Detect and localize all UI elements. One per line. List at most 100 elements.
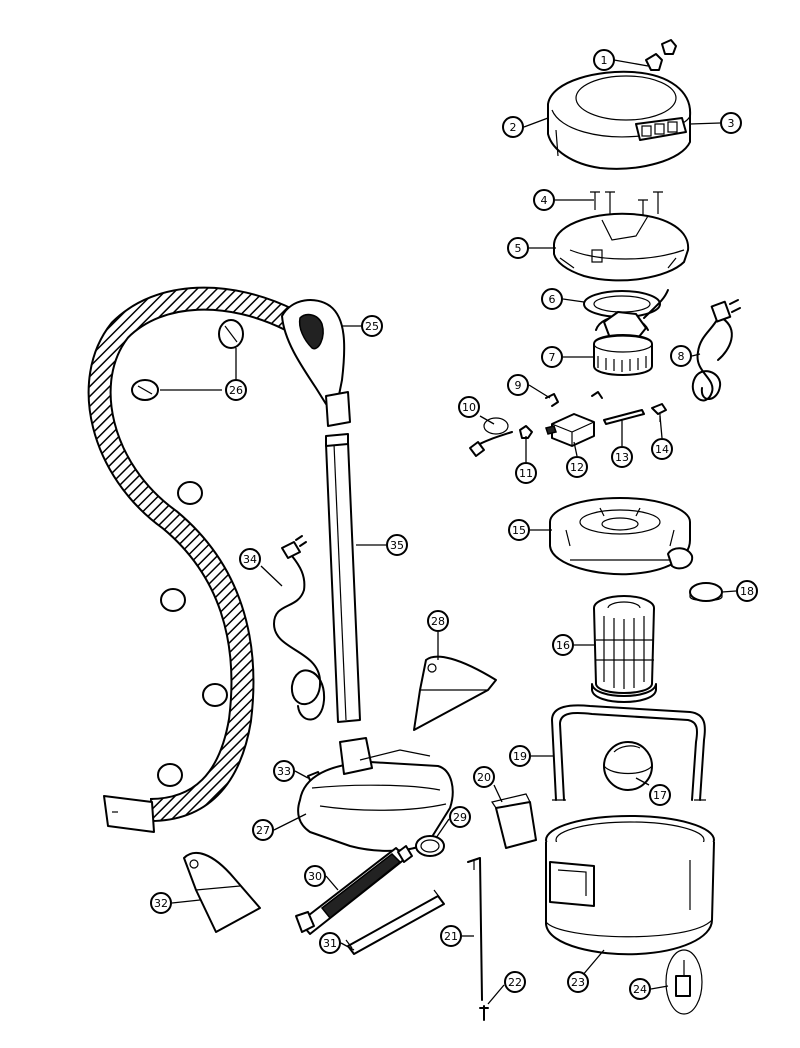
part-caster — [665, 949, 703, 1015]
svg-text:31: 31 — [323, 937, 337, 950]
callout-33: 33 — [273, 760, 295, 782]
svg-text:32: 32 — [154, 897, 168, 910]
svg-text:8: 8 — [678, 350, 685, 363]
part-motor-base — [549, 497, 694, 576]
part-tank-handle — [551, 704, 706, 801]
part-brush-housing — [345, 889, 445, 955]
callouts: 1 2 3 4 5 6 7 8 9 10 11 12 13 14 15 16 1… — [150, 49, 758, 1000]
callout-2: 2 — [502, 116, 524, 138]
part-screw — [651, 403, 667, 422]
svg-text:2: 2 — [510, 121, 517, 134]
svg-text:30: 30 — [308, 870, 322, 883]
callout-13: 13 — [611, 446, 633, 468]
callout-9: 9 — [507, 374, 529, 396]
callout-3: 3 — [720, 112, 742, 134]
svg-text:19: 19 — [513, 750, 527, 763]
callout-35: 35 — [386, 534, 408, 556]
part-switch — [545, 413, 595, 447]
callout-1: 1 — [593, 49, 615, 71]
callout-16: 16 — [552, 634, 574, 656]
callout-4: 4 — [533, 189, 555, 211]
part-screws — [590, 191, 663, 220]
part-hose — [87, 286, 296, 833]
svg-text:16: 16 — [556, 639, 570, 652]
svg-text:29: 29 — [453, 811, 467, 824]
callout-26a: 26 — [225, 379, 247, 401]
svg-text:18: 18 — [740, 585, 754, 598]
svg-text:35: 35 — [390, 539, 404, 552]
part-wand — [325, 433, 361, 723]
part-pin — [603, 409, 645, 425]
callout-10: 10 — [458, 396, 480, 418]
callout-34: 34 — [239, 548, 261, 570]
svg-text:17: 17 — [653, 789, 667, 802]
callout-30: 30 — [304, 865, 326, 887]
callout-19: 19 — [509, 745, 531, 767]
svg-text:15: 15 — [512, 524, 526, 537]
svg-text:26: 26 — [229, 384, 243, 397]
part-nozzle-head — [297, 737, 454, 852]
part-switch-panel — [635, 117, 687, 141]
svg-text:10: 10 — [462, 401, 476, 414]
part-filter-cage — [591, 595, 657, 703]
svg-text:1: 1 — [601, 54, 608, 67]
svg-text:21: 21 — [444, 930, 458, 943]
svg-text:5: 5 — [515, 242, 522, 255]
callout-27: 27 — [252, 819, 274, 841]
callout-22: 22 — [504, 971, 526, 993]
callout-25: 25 — [361, 315, 383, 337]
part-brush-roll — [295, 845, 413, 935]
callout-23: 23 — [567, 971, 589, 993]
part-cord — [273, 535, 326, 721]
part-crevice-tool — [183, 851, 261, 933]
svg-text:12: 12 — [570, 461, 584, 474]
svg-text:34: 34 — [243, 553, 257, 566]
callout-31: 31 — [319, 932, 341, 954]
svg-text:4: 4 — [541, 194, 548, 207]
part-motor — [593, 289, 669, 376]
part-bolt — [519, 425, 533, 439]
svg-text:14: 14 — [655, 443, 669, 456]
part-rod — [467, 857, 483, 1001]
callout-5: 5 — [507, 237, 529, 259]
svg-text:22: 22 — [508, 976, 522, 989]
svg-text:27: 27 — [256, 824, 270, 837]
callout-14: 14 — [651, 438, 673, 460]
part-tank — [545, 815, 715, 956]
callout-17: 17 — [649, 784, 671, 806]
part-rod-screw — [479, 1005, 489, 1021]
callout-18: 18 — [736, 580, 758, 602]
callout-15: 15 — [508, 519, 530, 541]
part-cable — [469, 417, 513, 457]
part-hose-clip — [131, 319, 244, 787]
callout-6: 6 — [541, 288, 563, 310]
part-motor-cover — [553, 212, 690, 282]
svg-text:28: 28 — [431, 615, 445, 628]
svg-text:20: 20 — [477, 771, 491, 784]
svg-text:24: 24 — [633, 983, 647, 996]
part-latch — [491, 793, 537, 849]
svg-text:11: 11 — [519, 467, 533, 480]
svg-text:13: 13 — [615, 451, 629, 464]
callout-20: 20 — [473, 766, 495, 788]
callout-32: 32 — [150, 892, 172, 914]
callout-12: 12 — [566, 456, 588, 478]
svg-text:6: 6 — [549, 293, 556, 306]
callout-21: 21 — [440, 925, 462, 947]
callout-11: 11 — [515, 462, 537, 484]
svg-text:25: 25 — [365, 320, 379, 333]
callout-24: 24 — [629, 978, 651, 1000]
svg-text:3: 3 — [728, 117, 735, 130]
callout-8: 8 — [670, 345, 692, 367]
part-upholstery-tool — [413, 655, 497, 731]
part-belt — [415, 835, 445, 857]
part-clip — [545, 391, 603, 407]
svg-text:33: 33 — [277, 765, 291, 778]
part-hose-handle — [281, 299, 351, 427]
callout-28: 28 — [427, 610, 449, 632]
part-cap — [689, 582, 723, 602]
part-float-ball — [603, 741, 653, 791]
part-power-cord — [691, 299, 741, 402]
part-top-cover — [547, 70, 692, 170]
